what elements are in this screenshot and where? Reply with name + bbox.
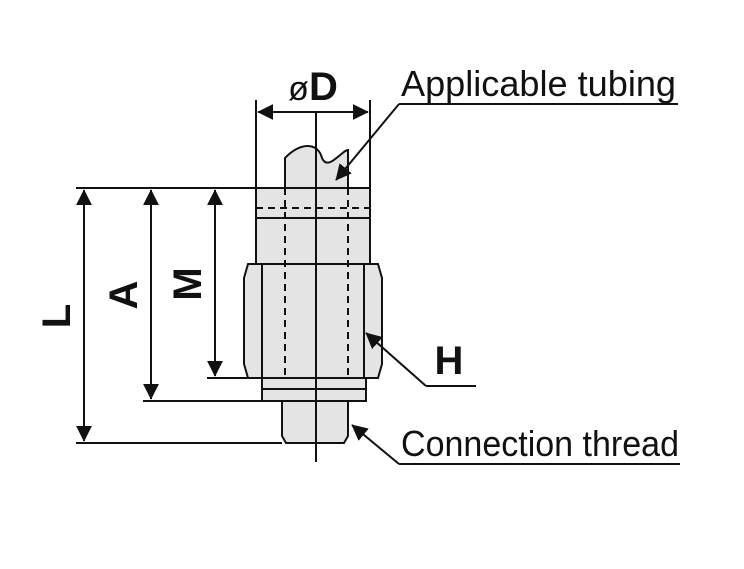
a-label: A <box>102 281 146 310</box>
vertical-dimensions <box>76 187 282 444</box>
hex-label: H <box>435 339 464 383</box>
length-label: L <box>35 304 79 328</box>
hex-nut <box>243 263 383 379</box>
upper-body <box>255 217 371 265</box>
thread-leader <box>351 424 680 465</box>
release-ring <box>255 187 371 219</box>
thread-callout: Connection thread <box>401 423 679 464</box>
gasket <box>261 377 367 390</box>
diameter-label: øD <box>288 65 338 109</box>
diameter-dimension <box>255 100 371 188</box>
hex-leader <box>365 332 476 387</box>
hidden-lines <box>256 188 370 378</box>
tubing-leader <box>335 103 678 181</box>
tubing-callout: Applicable tubing <box>401 63 676 104</box>
fitting-body <box>243 145 383 444</box>
m-label: M <box>166 267 210 300</box>
collar <box>261 388 367 402</box>
